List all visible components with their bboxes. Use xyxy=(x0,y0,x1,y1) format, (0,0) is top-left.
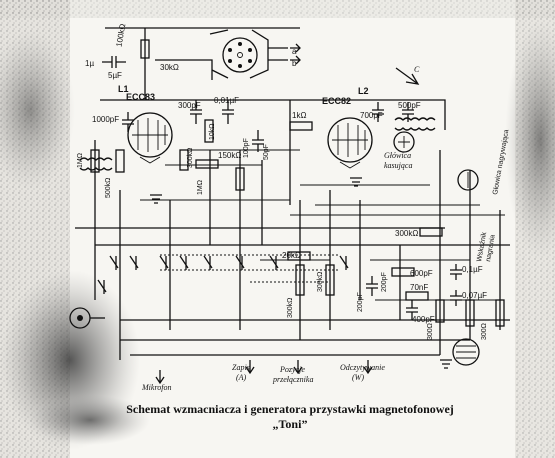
label-ecc82: ECC82 xyxy=(322,96,351,106)
label-pin-a: a xyxy=(292,47,297,56)
label-r-10k: 10kΩ xyxy=(209,123,216,140)
label-c-001u: 0,01µF xyxy=(214,96,239,105)
label-zapis: Zapis xyxy=(232,363,250,372)
erase-head-symbol xyxy=(393,131,415,153)
label-c-200p-b: 200pF xyxy=(381,272,388,292)
caption-line-1: Schemat wzmacniacza i generatora przysta… xyxy=(126,402,454,416)
label-erase-head-1: Główica xyxy=(384,151,411,160)
label-odczyt: Odczytywanie xyxy=(340,363,385,372)
caption-line-2: „Toni” xyxy=(272,417,308,431)
label-r-300-b: 300Ω xyxy=(481,323,488,340)
tube-ecc82 xyxy=(327,117,373,169)
figure-caption: Schemat wzmacniacza i generatora przysta… xyxy=(40,402,540,432)
microphone-jack xyxy=(69,307,105,329)
label-c-1000p: 1000pF xyxy=(92,115,119,124)
label-r-150k: 150kΩ xyxy=(218,151,241,160)
switch-bank xyxy=(97,255,349,294)
label-mikrofon: Mikrofon xyxy=(141,383,171,392)
resistors xyxy=(90,39,505,327)
label-l2: L2 xyxy=(358,86,369,96)
label-c-trim: C xyxy=(414,65,420,74)
label-c-01u: 0,1µF xyxy=(462,265,483,274)
label-c-600p: 600pF xyxy=(410,269,433,278)
label-c-007u: 0,07µF xyxy=(462,291,487,300)
label-r-300k-c: 300kΩ xyxy=(317,272,324,292)
label-ecc83: ECC83 xyxy=(126,92,155,102)
labels: ECC83 ECC82 L1 L2 30kΩ 100kΩ 1µ 5µF 0,01… xyxy=(77,23,510,392)
label-zapis-sub: (A) xyxy=(236,373,247,382)
label-r-300k-d: 300kΩ xyxy=(395,229,418,238)
label-r-30k: 30kΩ xyxy=(160,63,179,72)
bottom-arrows xyxy=(155,43,373,385)
label-r-20k: 20kΩ xyxy=(282,251,301,260)
ground-symbols xyxy=(150,177,452,369)
label-r-300: 300Ω xyxy=(427,323,434,340)
label-r-1m: 1MΩ xyxy=(77,153,84,168)
label-indicator-2: nagrania xyxy=(485,234,497,262)
label-r-500k: 500kΩ xyxy=(105,178,112,198)
label-r-300k-b: 300kΩ xyxy=(287,298,294,318)
label-erase-head-2: kasująca xyxy=(384,161,412,170)
label-c-100p: 100pF xyxy=(243,138,250,158)
wires xyxy=(75,27,510,360)
label-c-400p: 400pF xyxy=(412,315,435,324)
label-odczyt-sub: (W) xyxy=(352,373,364,382)
label-c-50p: 50pF xyxy=(263,144,270,160)
record-head-symbol xyxy=(457,169,479,191)
input-socket xyxy=(209,29,288,79)
label-r-70k: 70nF xyxy=(410,283,428,292)
label-c-5u: 5µF xyxy=(108,71,122,80)
capacitors xyxy=(102,56,462,320)
label-c-1u: 1µ xyxy=(85,59,94,68)
label-r-300k: 300kΩ xyxy=(187,148,194,168)
label-r-100k: 100kΩ xyxy=(114,23,127,48)
label-l1: L1 xyxy=(118,84,129,94)
label-r-1k: 1kΩ xyxy=(292,111,306,120)
inductors xyxy=(79,117,436,171)
tube-ecc83 xyxy=(127,112,173,164)
label-c-200p: 200pF xyxy=(357,292,364,312)
indicator-tube xyxy=(452,338,480,366)
label-c-700p: 700pF xyxy=(360,111,383,120)
label-przelacznika: przełącznika xyxy=(272,375,313,384)
label-pin-b: b xyxy=(292,59,297,68)
label-pozycje: Pozycje xyxy=(279,365,305,374)
label-c-300p: 300pF xyxy=(178,101,201,110)
label-r-1m-b: 1MΩ xyxy=(197,180,204,195)
label-c-500p: 500pF xyxy=(398,101,421,110)
